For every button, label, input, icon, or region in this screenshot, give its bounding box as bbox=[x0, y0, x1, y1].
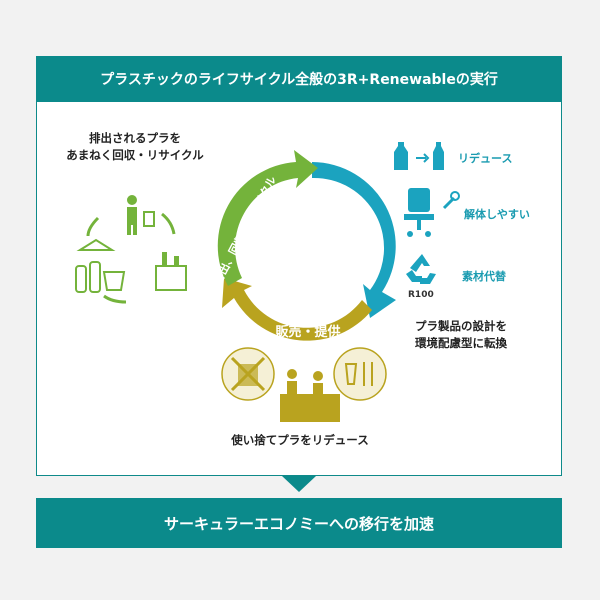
header-title: プラスチックのライフサイクル全般の3R+Renewableの実行 bbox=[100, 72, 498, 88]
recycle-loop-illustration bbox=[75, 195, 187, 304]
design-item-substitute: 素材代替 bbox=[462, 270, 506, 283]
factory-icon bbox=[155, 252, 187, 291]
person-disposing-icon bbox=[127, 195, 155, 235]
sales-caption: 使い捨てプラをリデュース bbox=[231, 433, 369, 447]
cycle-segment-design bbox=[312, 162, 396, 318]
down-arrow-icon bbox=[282, 476, 316, 492]
recycle-caption-line2: あまねく回収・リサイクル bbox=[66, 148, 204, 162]
chair-wrench-icon bbox=[404, 188, 460, 237]
cycle-label-sales: 販売・提供 bbox=[275, 324, 340, 340]
design-caption-line1: プラ製品の設計を bbox=[415, 319, 507, 333]
footer-banner: サーキュラーエコノミーへの移行を加速 bbox=[36, 498, 562, 548]
cycle-segment-recycle bbox=[217, 150, 318, 286]
design-item-disassemble: 解体しやすい bbox=[464, 208, 530, 221]
recycle-caption: 排出されるプラを あまねく回収・リサイクル bbox=[60, 130, 210, 164]
header-banner: プラスチックのライフサイクル全般の3R+Renewableの実行 bbox=[36, 56, 562, 102]
design-item-reduce: リデュース bbox=[458, 152, 513, 165]
staff-counter-icon bbox=[280, 369, 340, 422]
lifecycle-cycle: 設計・製造 販売・提供 排出、回収、リサイクル bbox=[210, 150, 396, 341]
design-caption: プラ製品の設計を 環境配慮型に転換 bbox=[396, 318, 526, 352]
loop-arrow-3 bbox=[103, 294, 127, 304]
design-caption-line2: 環境配慮型に転換 bbox=[415, 336, 507, 350]
cutlery-cup-icon bbox=[333, 347, 387, 401]
footer-title: サーキュラーエコノミーへの移行を加速 bbox=[163, 514, 434, 533]
crossed-gloves-icon bbox=[221, 347, 275, 401]
loop-arrow-2 bbox=[161, 212, 176, 235]
bottle-reduce-icon bbox=[394, 142, 444, 170]
hanger-bottles-icon bbox=[75, 238, 126, 293]
r100-label: R100 bbox=[408, 290, 434, 300]
cycle-segment-sales bbox=[222, 278, 372, 341]
sales-illustration bbox=[221, 347, 387, 422]
loop-arrow-1 bbox=[86, 216, 100, 237]
recycle-r100-icon bbox=[406, 254, 436, 284]
recycle-caption-line1: 排出されるプラを bbox=[89, 131, 181, 145]
